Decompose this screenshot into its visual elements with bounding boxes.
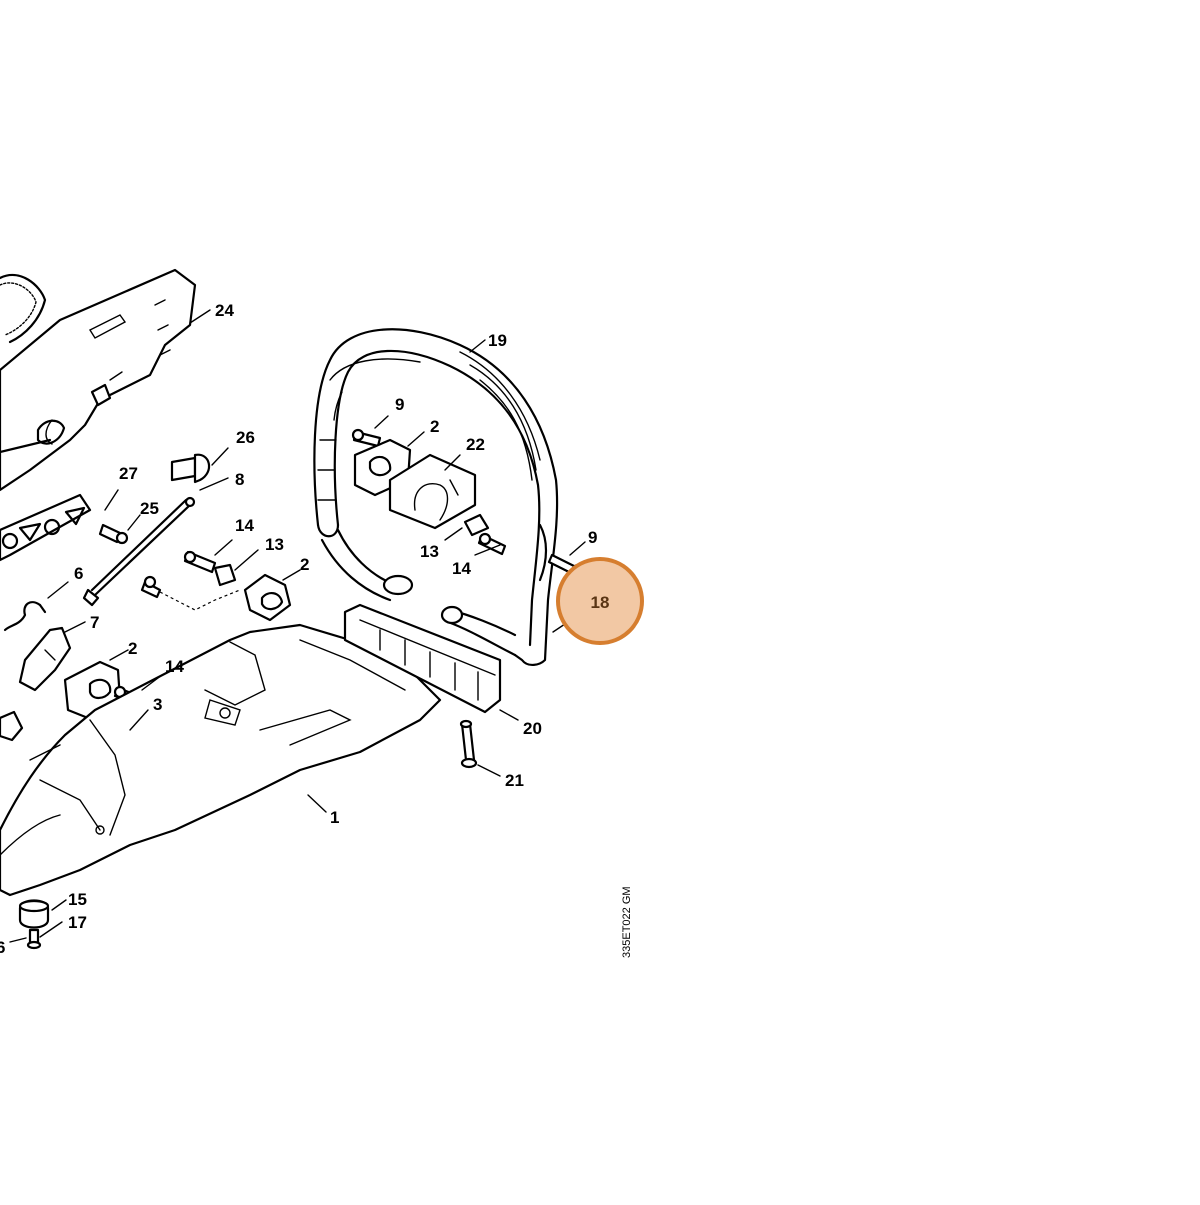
part-17-screw [26,928,42,950]
callout-17: 17 [68,913,87,932]
part-2-bracket-center [243,573,292,622]
callout-8: 8 [235,470,244,489]
callout-21: 21 [505,771,524,790]
part-19-handle-bar [313,328,559,666]
part-15-buffer [18,899,50,929]
part-13-clip-left [213,563,237,587]
callout-9-upper: 9 [395,395,404,414]
highlight-circle[interactable] [556,557,644,645]
callout-26: 26 [236,428,255,447]
callout-2-upper: 2 [430,417,439,436]
part-20-rail [343,603,502,714]
callout-13-left: 13 [265,535,284,554]
callout-9-right: 9 [588,528,597,547]
callout-20: 20 [523,719,542,738]
callout-6: 6 [74,564,83,583]
part-14-bolt-left [183,550,217,574]
callout-6-lower: 6 [0,938,5,957]
callout-2-lower: 2 [128,639,137,658]
part-8-rod [82,496,196,607]
small-part-left [0,710,24,742]
drawing-code: 335ET022 GM [621,886,633,958]
screw-dashed [140,575,241,611]
callout-14-lower: 14 [165,657,184,676]
part-24-guard-plate [0,268,197,492]
callout-14-right: 14 [452,559,471,578]
part-6-clip [3,601,47,632]
callout-27: 27 [119,464,138,483]
callout-19: 19 [488,331,507,350]
part-22-damper [388,453,477,530]
callout-25: 25 [140,499,159,518]
part-13-clip-right [463,513,490,537]
callout-22: 22 [466,435,485,454]
callout-15: 15 [68,890,87,909]
part-1-chassis [0,623,442,897]
callout-13-right: 13 [420,542,439,561]
part-14-bolt-right [477,532,507,556]
callout-2-center: 2 [300,555,309,574]
drive-belt [0,273,47,344]
part-7-lever [18,626,72,692]
part-26-bolt [170,453,211,484]
part-9-bolt-upper [351,428,382,448]
part-25-screw [98,523,129,545]
highlight-part-18[interactable]: 18 [556,557,644,645]
callout-3: 3 [153,695,162,714]
callout-14-left: 14 [235,516,254,535]
callout-24: 24 [215,301,234,320]
callout-labels: 24 19 9 2 22 26 27 8 25 14 13 2 9 13 14 … [0,301,597,957]
callout-18[interactable]: 18 [591,593,610,612]
callout-7: 7 [90,613,99,632]
callout-1: 1 [330,808,339,827]
part-21-bolt [459,719,478,769]
part-27-decal [0,493,92,562]
